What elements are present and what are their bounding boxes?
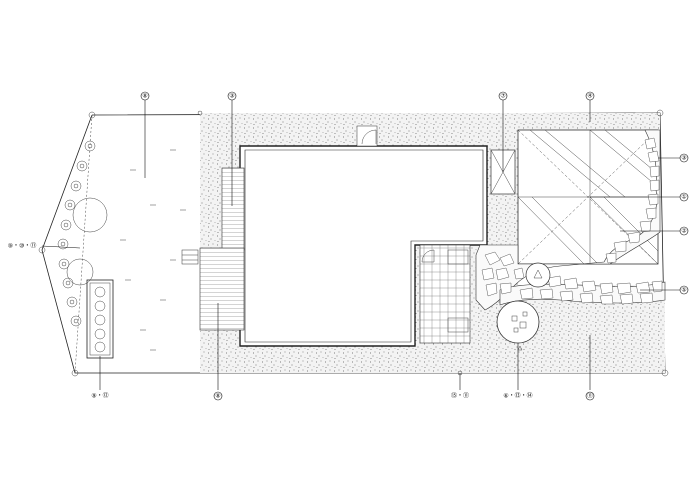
callout-bottom-fence: ⑮・⑪ <box>451 392 469 400</box>
callout-bottom-circle: ⑥・⑬・⑭ <box>503 392 532 400</box>
callout-top-shed: ⑦ <box>500 93 506 100</box>
callout-right-2: ① <box>681 194 686 201</box>
entrance-tile <box>419 244 471 344</box>
callouts: ⑧ ③ ⑦ ④ ③ ① ② ⑤ ⑨・⑩・⑪ ⑨・⑫ <box>8 91 689 401</box>
hedge-trees <box>57 140 108 327</box>
wood-deck <box>181 167 245 331</box>
callout-right-3: ② <box>681 228 687 235</box>
callout-right-1: ③ <box>681 155 686 162</box>
lawn-area <box>100 118 200 368</box>
callout-right-4: ⑤ <box>681 287 686 294</box>
callout-top-right: ④ <box>587 93 592 100</box>
callout-bottom-planter: ⑨・⑫ <box>91 392 108 400</box>
rear-door <box>356 125 378 147</box>
callout-bottom-deck: ⑧ <box>215 393 220 400</box>
callout-top-deck: ③ <box>229 93 234 100</box>
callout-left-trees: ⑨・⑩・⑪ <box>8 242 37 250</box>
callout-top-lawn: ⑧ <box>142 93 147 100</box>
callout-bottom-right: ⑪ <box>587 392 593 400</box>
small-tree <box>525 262 551 288</box>
house <box>239 145 488 347</box>
